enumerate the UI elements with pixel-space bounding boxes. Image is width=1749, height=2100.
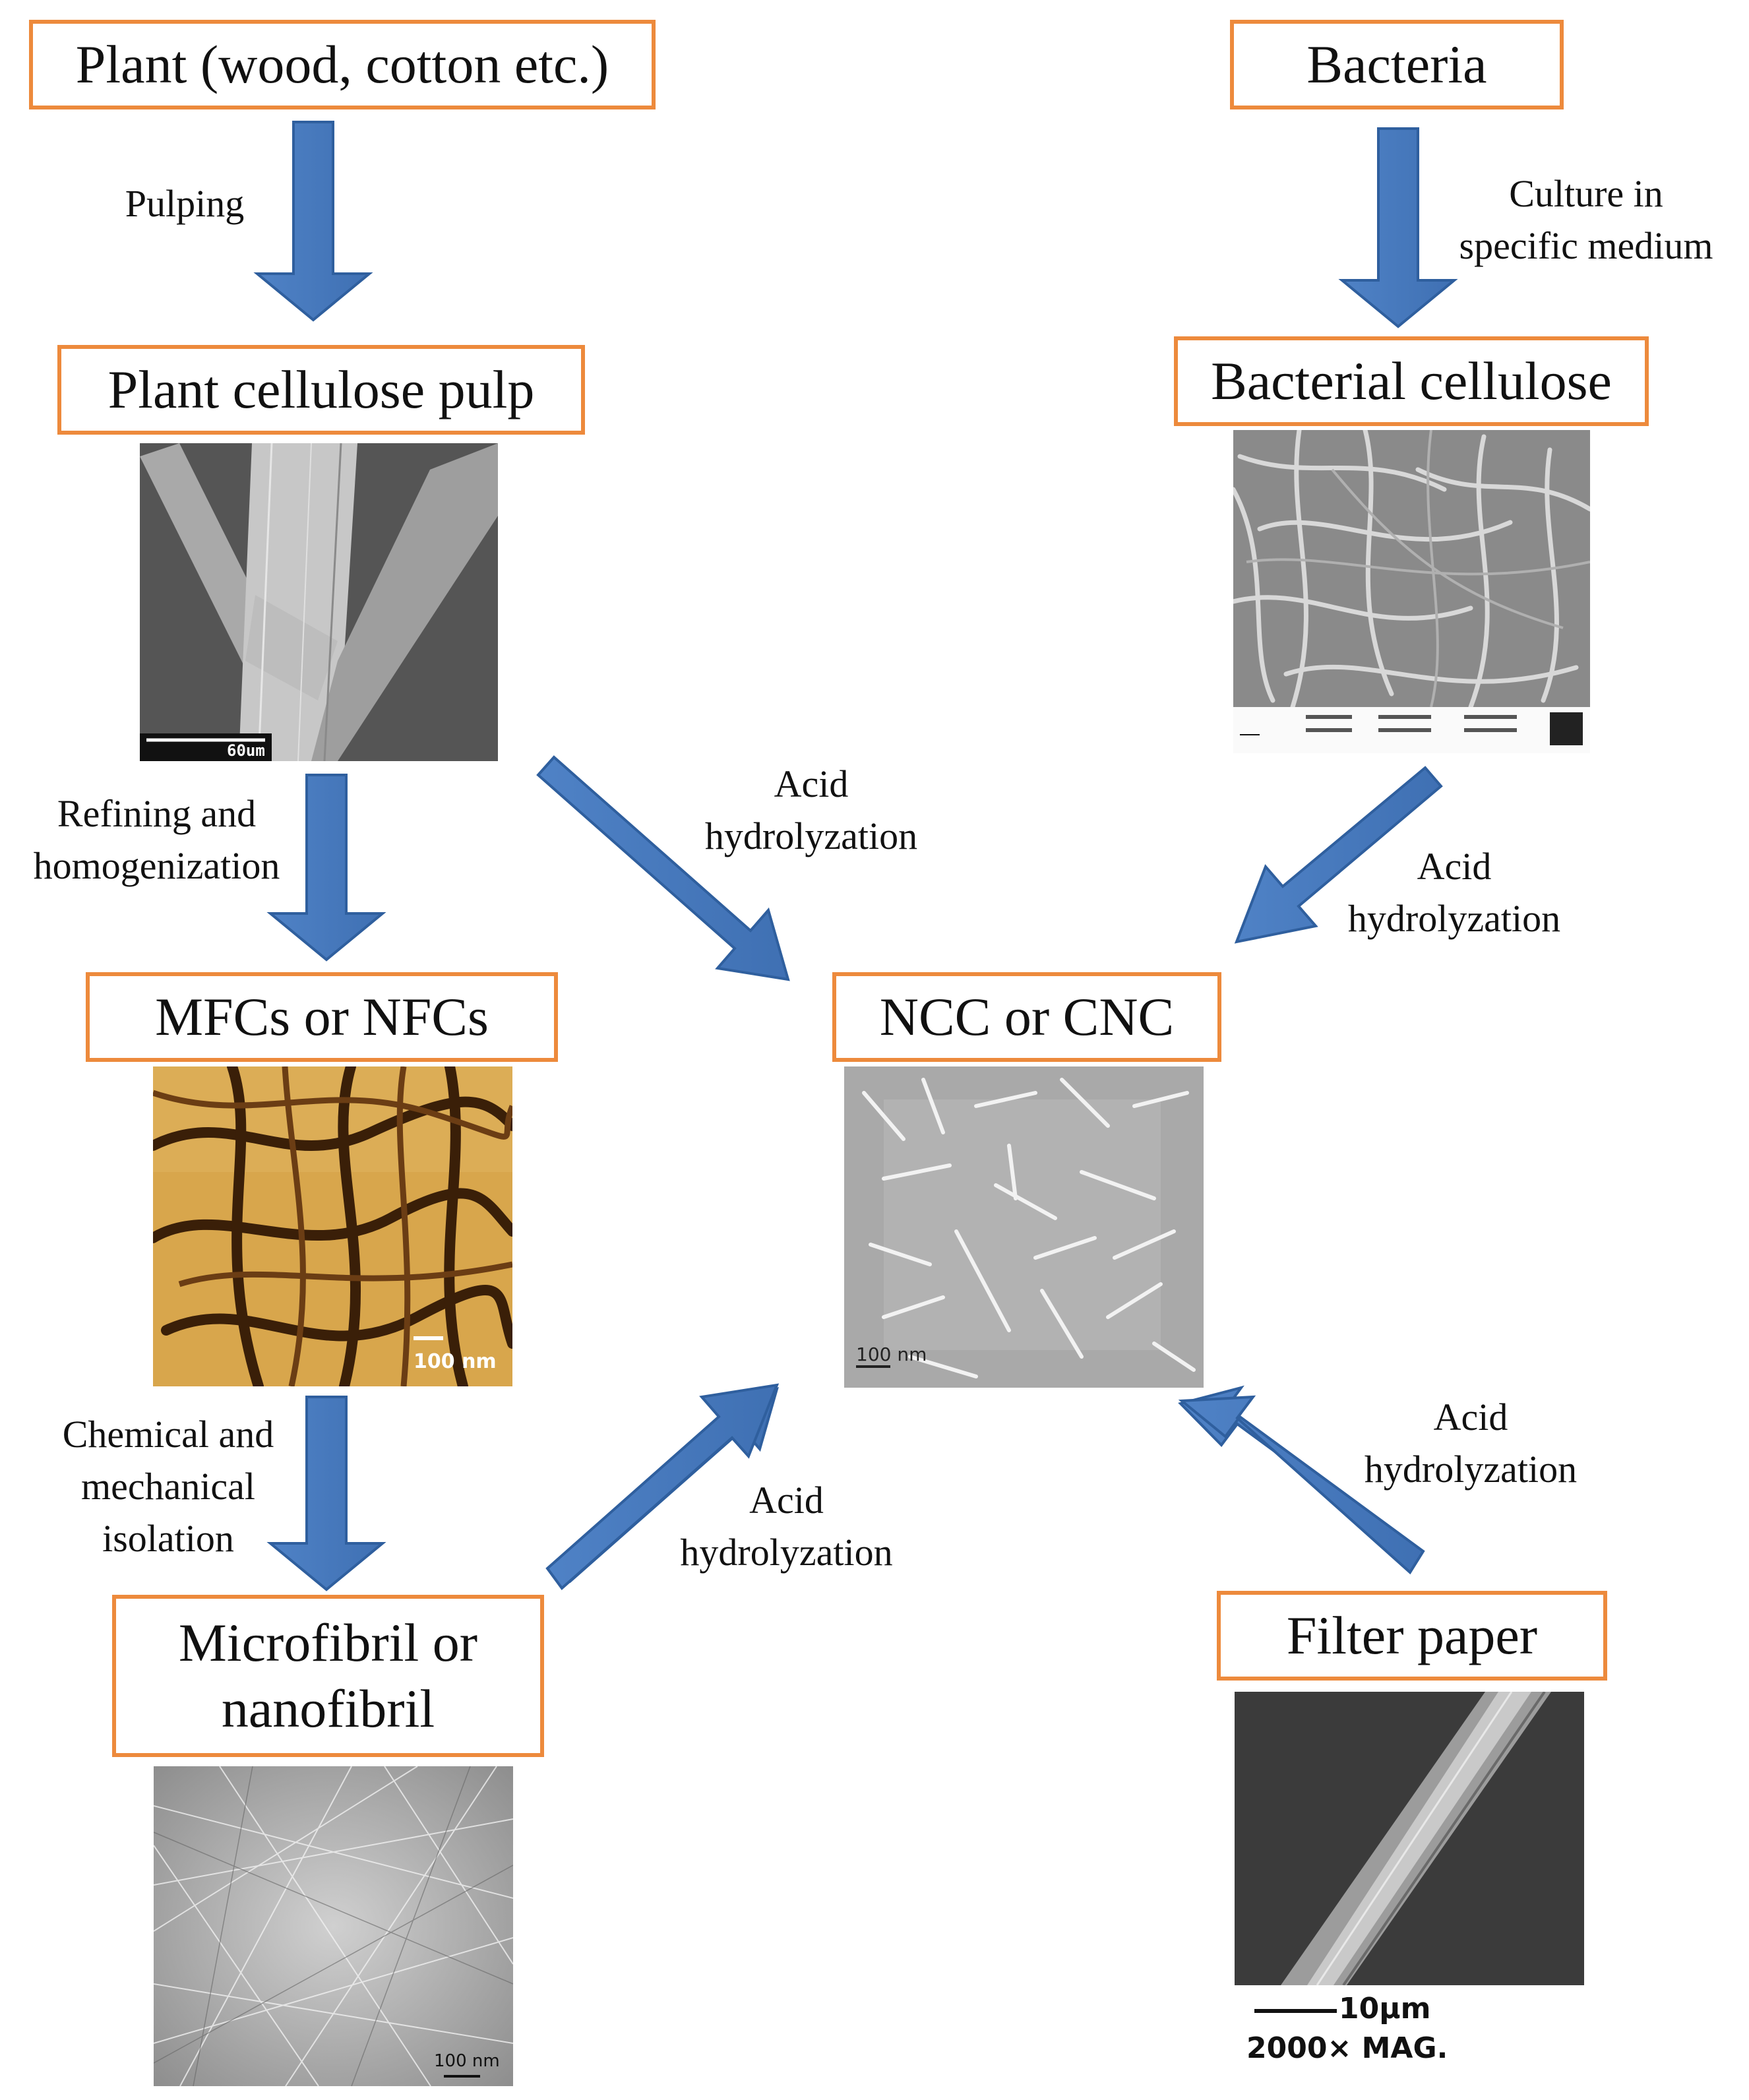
acid-from-bacterial-label: Acid hydrolyzation bbox=[1347, 845, 1561, 940]
microfibril-tem-image: 100 nm bbox=[154, 1766, 513, 2086]
bacterial-cellulose-sem-image bbox=[1233, 430, 1590, 753]
mfc-scale-label: 100 nm bbox=[414, 1350, 497, 1373]
mfcs-box: MFCs or NFCs bbox=[86, 972, 558, 1062]
chemical-isolation-label: Chemical and mechanical isolation bbox=[62, 1413, 274, 1560]
mfcs-afm-image: 100 nm bbox=[153, 1066, 512, 1386]
acid-from-filter-label: Acid hydrolyzation bbox=[1364, 1396, 1578, 1491]
culture-label: Culture in specific medium bbox=[1459, 172, 1713, 267]
ncc-label: NCC or CNC bbox=[879, 986, 1175, 1047]
plant-pulp-sem-image: 60um bbox=[140, 443, 498, 761]
bacterial-cellulose-label: Bacterial cellulose bbox=[1211, 350, 1612, 411]
ncc-scale-label: 100 nm bbox=[856, 1343, 927, 1365]
bacteria-box: Bacteria bbox=[1230, 20, 1564, 109]
ncc-tem-image: 100 nm bbox=[844, 1066, 1204, 1388]
filter-magnification-label: 2000× MAG. bbox=[1246, 2031, 1448, 2065]
pulping-label: Pulping bbox=[125, 182, 245, 225]
plant-box-label: Plant (wood, cotton etc.) bbox=[75, 34, 609, 94]
plant-box: Plant (wood, cotton etc.) bbox=[29, 20, 656, 109]
filter-paper-box: Filter paper bbox=[1217, 1591, 1607, 1681]
acid-from-microfibril-label: Acid hydrolyzation bbox=[680, 1479, 893, 1574]
bacteria-box-label: Bacteria bbox=[1306, 34, 1487, 94]
bacterial-cellulose-box: Bacterial cellulose bbox=[1174, 336, 1649, 426]
microfibril-box: Microfibril or nanofibril bbox=[112, 1595, 544, 1757]
plant-cellulose-pulp-box: Plant cellulose pulp bbox=[57, 345, 585, 435]
pulp-scale-label: 60um bbox=[227, 741, 265, 760]
refining-label: Refining and homogenization bbox=[33, 792, 280, 887]
microfibril-label: Microfibril or nanofibril bbox=[178, 1612, 478, 1739]
filter-paper-label: Filter paper bbox=[1286, 1605, 1538, 1665]
filter-scale-label: 10µm bbox=[1339, 1992, 1431, 2025]
acid-from-pulp-label: Acid hydrolyzation bbox=[704, 762, 918, 857]
ncc-box: NCC or CNC bbox=[832, 972, 1221, 1062]
microfibril-scale-label: 100 nm bbox=[434, 2051, 500, 2071]
filter-scale-bar bbox=[1254, 2009, 1337, 2013]
filter-paper-sem-image bbox=[1235, 1692, 1584, 1985]
arrow-plant-to-pulp bbox=[253, 121, 373, 322]
plant-cellulose-pulp-label: Plant cellulose pulp bbox=[107, 359, 535, 419]
mfcs-label: MFCs or NFCs bbox=[155, 986, 489, 1047]
